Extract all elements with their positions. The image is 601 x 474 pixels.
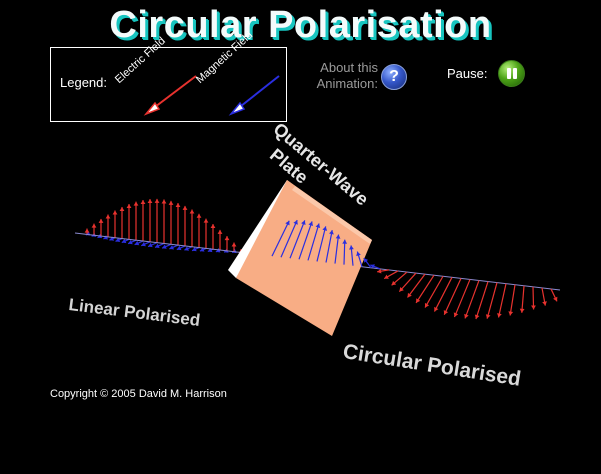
field-vector-head — [155, 199, 160, 203]
field-vector-head — [232, 243, 237, 247]
field-vector-head — [531, 305, 536, 309]
field-vector-head — [85, 229, 90, 233]
field-vector — [487, 283, 497, 319]
field-vector-head — [486, 314, 491, 318]
field-vector-head — [197, 214, 202, 218]
field-vector-head — [99, 219, 104, 223]
field-vector-head — [520, 309, 525, 313]
field-vector-head — [211, 224, 216, 228]
field-vector-head — [127, 204, 132, 208]
field-vector-head — [169, 201, 174, 205]
field-vector — [416, 275, 434, 303]
field-vector-head — [113, 211, 118, 215]
field-vector-head — [204, 219, 209, 223]
field-vector — [425, 276, 443, 307]
field-vector-head — [176, 203, 181, 207]
field-vector-head — [218, 230, 223, 234]
field-vector-head — [225, 236, 230, 240]
electric-field-linear-vectors — [85, 199, 244, 253]
field-vector — [476, 282, 488, 319]
field-vector-head — [162, 199, 167, 203]
field-vector-head — [134, 202, 139, 206]
field-vector-head — [497, 313, 502, 317]
field-vector — [434, 277, 452, 311]
copyright-text: Copyright © 2005 David M. Harrison — [50, 388, 227, 400]
field-vector-head — [120, 207, 125, 211]
field-vector — [522, 286, 524, 313]
field-vector — [444, 278, 461, 314]
field-vector-head — [190, 210, 195, 214]
field-vector — [499, 284, 506, 318]
field-vector-head — [106, 215, 111, 219]
field-vector-head — [141, 200, 146, 204]
field-vector-head — [183, 206, 188, 210]
field-vector-head — [92, 224, 97, 228]
field-vector — [510, 285, 515, 316]
field-vector-head — [148, 199, 153, 203]
